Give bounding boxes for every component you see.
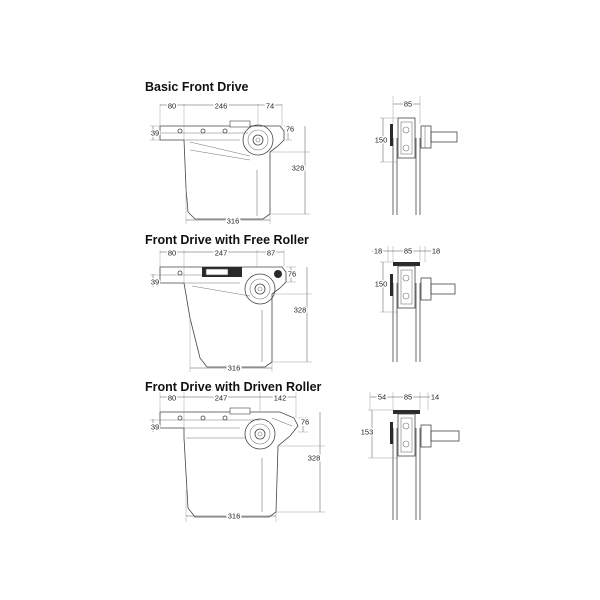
dim-18-left: 18 <box>374 247 382 256</box>
dim-153: 153 <box>361 428 374 437</box>
dim-150: 150 <box>375 136 388 145</box>
dim-247: 247 <box>215 249 228 258</box>
mount-hole <box>177 415 183 421</box>
dim-39: 39 <box>151 278 159 287</box>
free-roller-top <box>393 262 420 266</box>
mount-hole <box>200 128 206 134</box>
title-front-drive-free-roller: Front Drive with Free Roller <box>145 233 309 247</box>
bolt <box>402 292 410 300</box>
gearbox-inner <box>400 417 413 453</box>
mount-hole <box>177 270 183 276</box>
bolt <box>402 126 410 134</box>
bolt <box>402 422 410 430</box>
shaft-center <box>257 286 263 292</box>
dim-85: 85 <box>404 100 412 109</box>
gearbox-housing <box>397 117 416 159</box>
dim-87: 87 <box>267 249 275 258</box>
drive-shaft <box>254 428 266 440</box>
drive-shaft <box>254 283 266 295</box>
driven-roller-arm <box>271 417 293 427</box>
title-basic-front-drive: Basic Front Drive <box>145 80 249 94</box>
dim-39: 39 <box>151 423 159 432</box>
drive-body-outline <box>159 411 299 518</box>
dim-316: 316 <box>228 512 241 521</box>
rating-plate <box>205 268 229 276</box>
drive-body-outline <box>159 125 285 220</box>
mount-hole <box>200 415 206 421</box>
gear-ring <box>249 278 271 300</box>
belt-line <box>191 285 251 297</box>
dim-85: 85 <box>404 393 412 402</box>
rating-plate <box>229 407 251 415</box>
mount-hole <box>222 128 228 134</box>
gearbox-inner <box>400 121 413 155</box>
dim-74: 74 <box>266 102 274 111</box>
dim-18-right: 18 <box>432 247 440 256</box>
dim-80: 80 <box>168 102 176 111</box>
dim-85: 85 <box>404 247 412 256</box>
dim-76: 76 <box>286 125 294 134</box>
side-bracket <box>390 124 393 146</box>
dim-39: 39 <box>151 129 159 138</box>
dim-80: 80 <box>168 249 176 258</box>
dim-80: 80 <box>168 394 176 403</box>
mount-hole <box>222 415 228 421</box>
dim-316: 316 <box>228 364 241 373</box>
belt-line-upper <box>189 141 251 157</box>
gear-ring <box>247 129 269 151</box>
dim-328: 328 <box>294 306 307 315</box>
shaft-center <box>257 431 263 437</box>
drive-shaft <box>252 134 264 146</box>
gearbox-inner <box>400 269 413 305</box>
free-roller <box>274 270 282 278</box>
output-shaft <box>430 430 460 442</box>
motor-housing <box>244 273 276 305</box>
drive-body-outline <box>159 266 287 368</box>
belt-line-lower <box>189 149 251 161</box>
dim-328: 328 <box>308 454 321 463</box>
dim-76: 76 <box>301 418 309 427</box>
flange <box>420 424 432 448</box>
bolt <box>402 144 410 152</box>
dim-247: 247 <box>215 394 228 403</box>
gearbox-housing <box>397 265 416 309</box>
motor-housing <box>244 418 276 450</box>
dim-142: 142 <box>274 394 287 403</box>
mount-hole <box>177 128 183 134</box>
side-bracket <box>390 274 393 296</box>
output-shaft <box>430 283 456 295</box>
bolt <box>402 440 410 448</box>
dim-246: 246 <box>215 102 228 111</box>
dim-150: 150 <box>375 280 388 289</box>
shaft-center <box>255 137 261 143</box>
bolt <box>402 274 410 282</box>
output-shaft <box>430 131 458 143</box>
dim-76: 76 <box>288 270 296 279</box>
driven-roller-top <box>393 410 420 414</box>
dim-328: 328 <box>292 164 305 173</box>
dim-14: 14 <box>431 393 439 402</box>
dim-316: 316 <box>227 217 240 226</box>
title-front-drive-driven-roller: Front Drive with Driven Roller <box>145 380 322 394</box>
gear-ring <box>249 423 271 445</box>
gearbox-housing <box>397 413 416 457</box>
rating-plate <box>229 120 251 128</box>
dim-54: 54 <box>378 393 386 402</box>
side-bracket <box>390 422 393 444</box>
